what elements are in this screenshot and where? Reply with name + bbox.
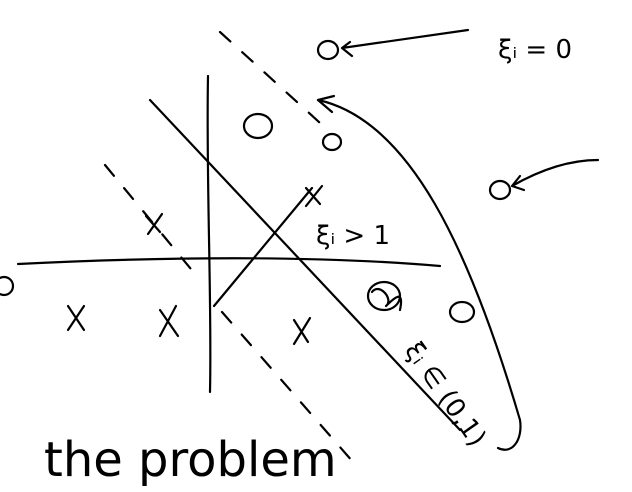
slide-partial-title: the problem (44, 432, 337, 488)
cross-marker (304, 184, 324, 208)
vertical-axis (206, 74, 212, 394)
scribble (370, 288, 403, 312)
lower-margin-dashed-line-2 (220, 310, 362, 472)
cross-line (212, 186, 314, 308)
decision-boundary-line (148, 98, 462, 432)
bracket-arrow (316, 94, 336, 114)
circle-marker (488, 179, 512, 201)
scribbled-circle-marker (366, 280, 402, 312)
xi-greater-one-label: ξᵢ > 1 (316, 221, 390, 251)
arrow-to-zero-circle (340, 28, 470, 58)
cross-marker (66, 304, 86, 332)
cross-marker (144, 212, 164, 236)
xi-zero-label: ξᵢ = 0 (498, 35, 572, 65)
circle-marker (316, 39, 340, 61)
circle-marker (321, 132, 343, 152)
circle-marker (448, 300, 476, 324)
right-bracket (316, 98, 522, 451)
cross-marker (292, 316, 312, 346)
horizontal-axis (16, 257, 442, 268)
circle-marker (242, 112, 274, 140)
upper-margin-dashed-line (218, 30, 332, 134)
arrow-to-right-circle (510, 158, 600, 192)
partial-circle-marker (0, 275, 15, 297)
xi-between-label: ξᵢ ∈ (0,1) (398, 337, 491, 452)
cross-marker (158, 304, 180, 338)
